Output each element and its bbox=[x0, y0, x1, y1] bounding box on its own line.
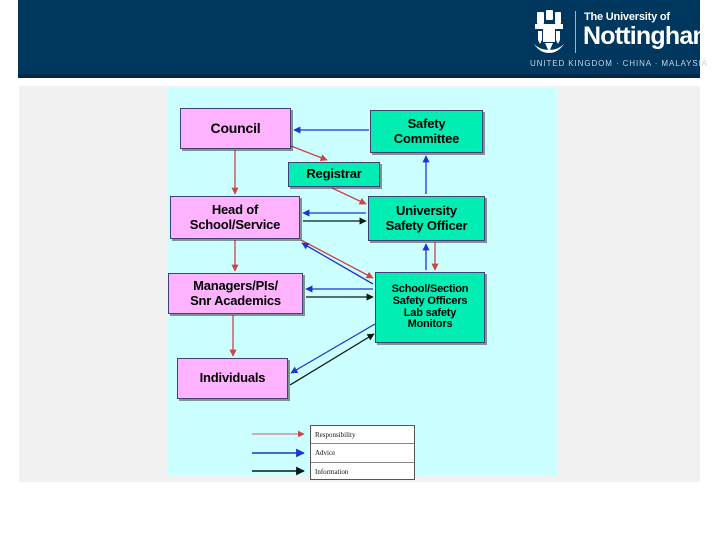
node-council-label: Council bbox=[210, 119, 261, 136]
arrow-individuals-to-sso-info bbox=[289, 333, 375, 386]
arrow-council-to-registrar bbox=[290, 145, 328, 161]
legend-row-information: Information bbox=[311, 463, 414, 481]
logo-strapline-campuses: UNITED KINGDOM · CHINA · MALAYSIA bbox=[530, 59, 709, 68]
slide-header-shadow bbox=[18, 74, 700, 78]
node-registrar-label: Registrar bbox=[306, 166, 362, 182]
arrow-sso-to-individuals bbox=[290, 323, 376, 374]
arrow-sso-to-head-advice bbox=[301, 242, 374, 285]
node-managers[interactable]: Managers/PIs/Snr Academics bbox=[168, 273, 303, 314]
node-registrar[interactable]: Registrar bbox=[288, 162, 380, 187]
diagram-legend: Responsibility Advice Information bbox=[252, 425, 415, 480]
node-managers-label: Managers/PIs/Snr Academics bbox=[190, 278, 281, 308]
legend-arrow-samples bbox=[252, 430, 305, 476]
university-branding-lockup: The University of Nottingham UNITED KING… bbox=[527, 8, 715, 70]
node-council[interactable]: Council bbox=[180, 108, 291, 149]
arrow-registrar-to-uso bbox=[331, 187, 367, 205]
node-individuals[interactable]: Individuals bbox=[177, 358, 288, 399]
legend-label-advice: Advice bbox=[315, 448, 336, 457]
logo-line-nottingham: Nottingham bbox=[583, 22, 715, 50]
slide-header-band bbox=[18, 0, 700, 77]
legend-label-information: Information bbox=[315, 467, 349, 476]
logo-divider-rule bbox=[575, 11, 576, 53]
legend-row-advice: Advice bbox=[311, 444, 414, 463]
node-individuals-label: Individuals bbox=[199, 370, 266, 386]
arrow-head-to-school-safety-officers bbox=[300, 239, 374, 279]
logo-line-the-university-of: The University of bbox=[584, 11, 670, 23]
university-crest-icon bbox=[534, 10, 564, 53]
legend-label-responsibility: Responsibility bbox=[315, 430, 356, 439]
diagram-connectors-layer bbox=[229, 126, 439, 386]
legend-table: Responsibility Advice Information bbox=[310, 425, 415, 480]
legend-row-responsibility: Responsibility bbox=[311, 426, 414, 445]
